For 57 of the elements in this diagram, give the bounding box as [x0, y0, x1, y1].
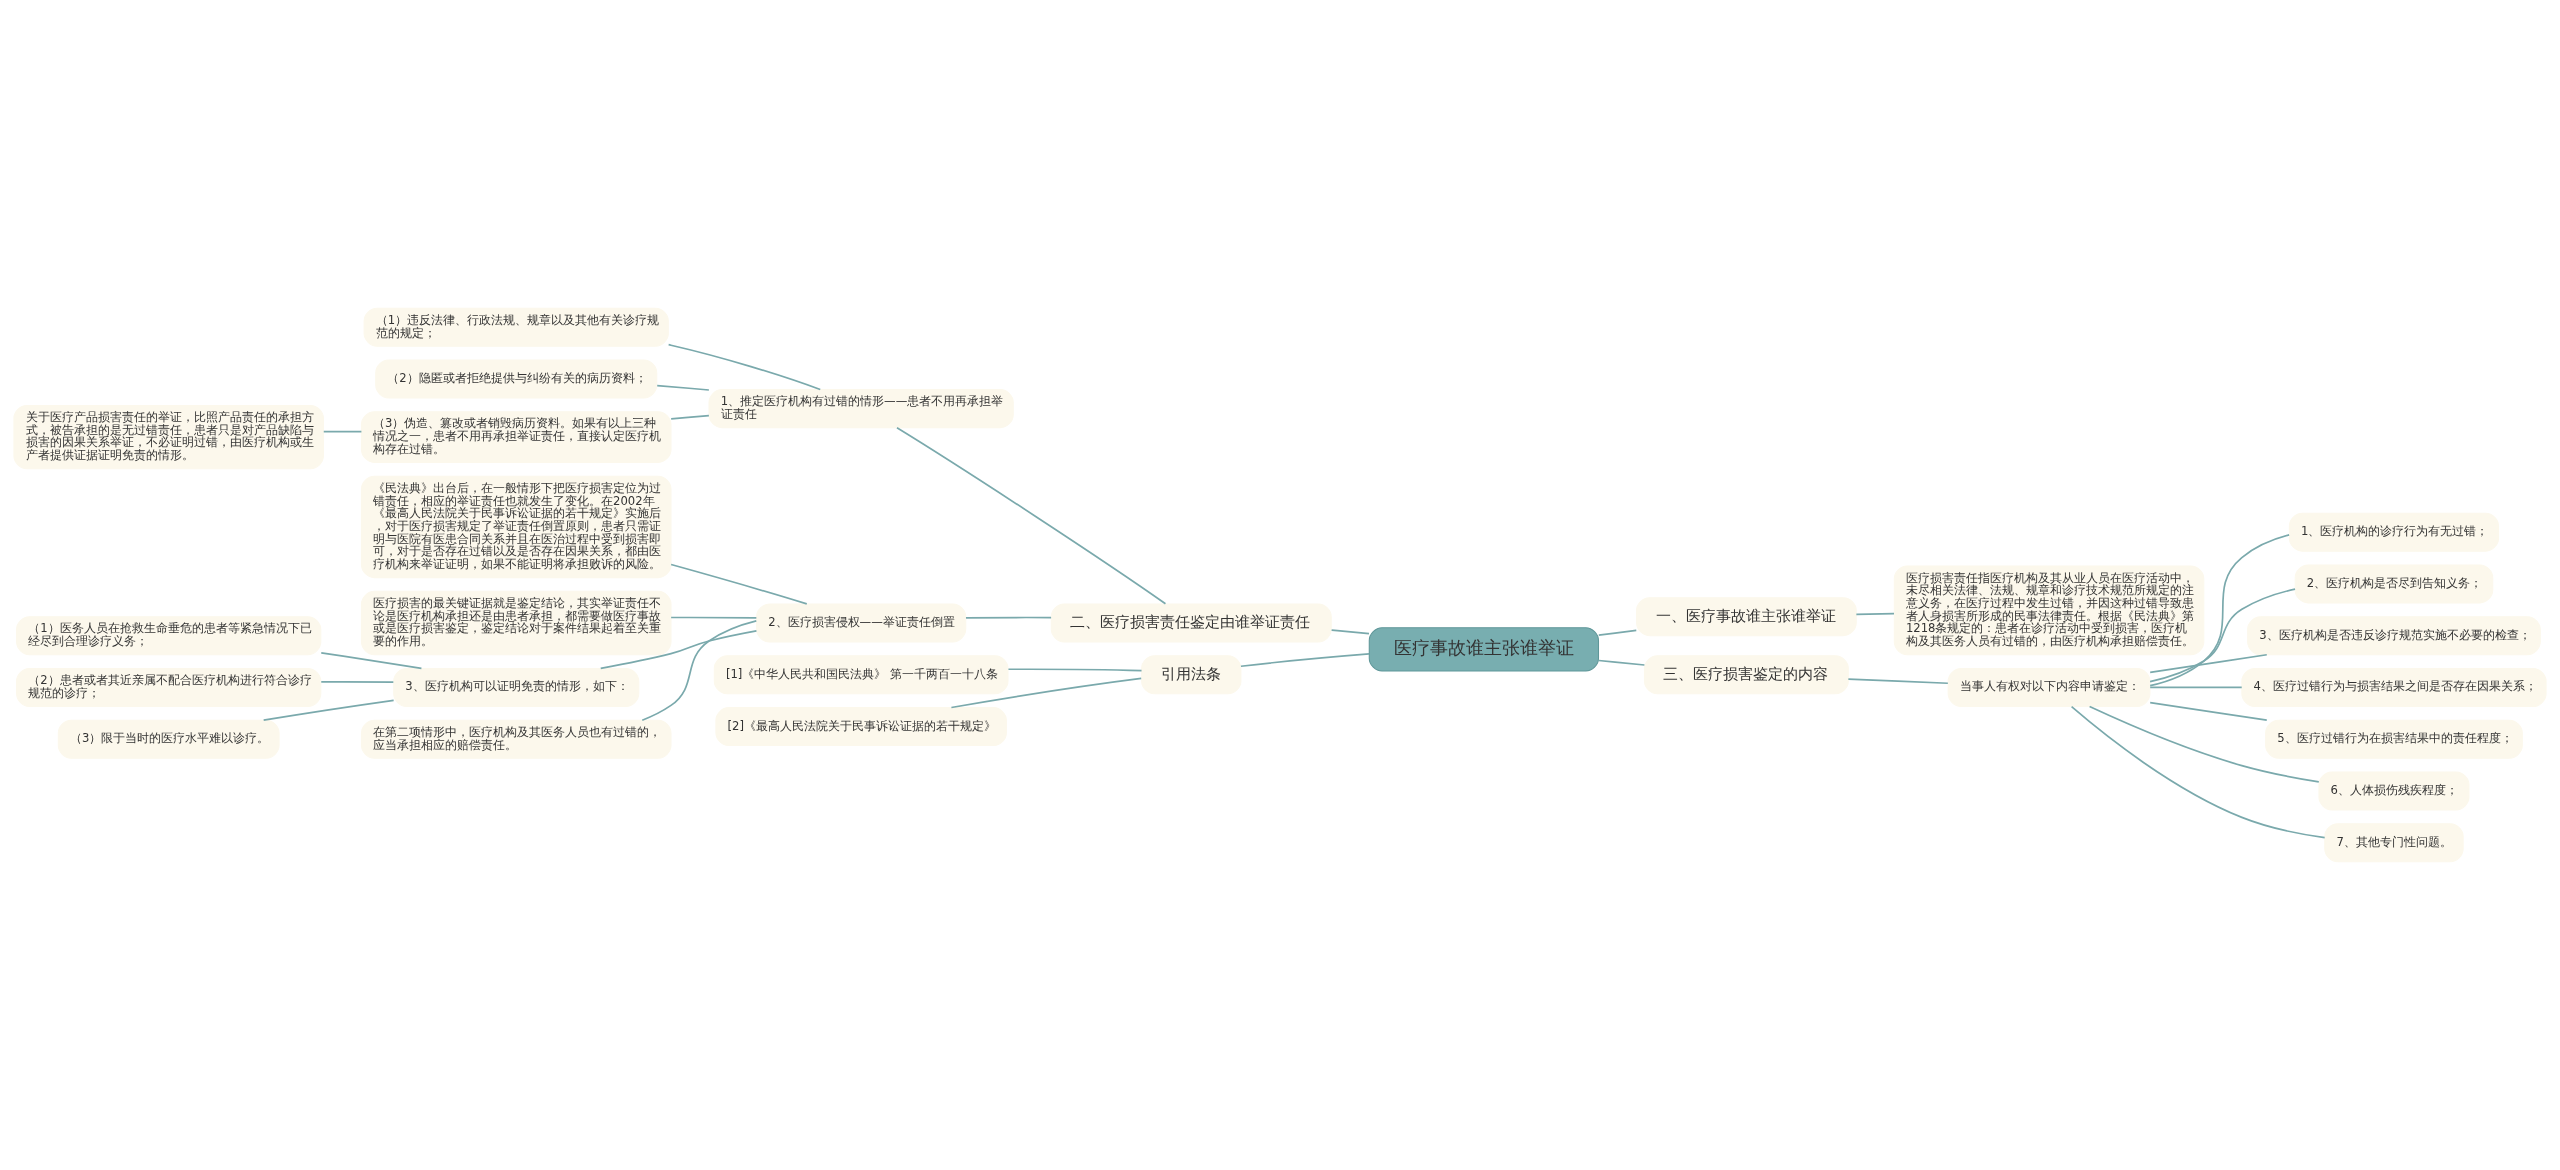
- connector: [1855, 612, 1895, 616]
- connector: [1007, 668, 1143, 672]
- connector: [1597, 659, 1646, 666]
- node-box: 在第二项情形中，医疗机构及其医务人员也有过错的，应当承担相应的赔偿责任。: [360, 719, 672, 759]
- node-box: （2）患者或者其近亲属不配合医疗机构进行符合诊疗规范的诊疗；: [16, 667, 322, 707]
- connector: [2088, 705, 2320, 783]
- connector: [2149, 686, 2243, 689]
- connector: [670, 563, 808, 605]
- connector: [656, 384, 710, 391]
- connector: [896, 426, 1167, 605]
- node-box: （3）伪造、篡改或者销毁病历资料。如果有以上三种情况之一，患者不用再承担举证责任，直接认定医疗机构存在过错。: [360, 411, 672, 463]
- connector: [599, 630, 758, 670]
- connector: [1847, 678, 1949, 685]
- node-box: 4、医疗过错行为与损害结果之间是否存在因果关系；: [2241, 667, 2547, 707]
- node-box: 关于医疗产品损害责任的举证，比照产品责任的承担方式，被告承担的是无过错责任，患者只是对产品缺陷与损害的因果关系举证，不必证明过错，由医疗机构或生产者提供证据证明免责的情形。: [13, 404, 324, 470]
- connector: [950, 677, 1143, 709]
- node-box: 医疗事故谁主张谁举证: [1368, 627, 1600, 672]
- connector: [322, 430, 363, 433]
- node-box: （2）隐匿或者拒绝提供与纠纷有关的病历资料；: [375, 359, 658, 399]
- connector: [1240, 653, 1370, 668]
- connector: [2149, 588, 2296, 683]
- node-box: 引用法条: [1141, 655, 1242, 695]
- connector: [1597, 629, 1638, 636]
- node-box: [2]《最高人民法院关于民事诉讼证据的若干规定》: [715, 707, 1007, 747]
- connector: [965, 616, 1052, 619]
- node-box: 二、医疗损害责任鉴定由谁举证责任: [1050, 603, 1332, 643]
- connector: [262, 699, 395, 721]
- node-box: 3、医疗机构是否违反诊疗规范实施不必要的检查；: [2247, 616, 2541, 656]
- connector: [641, 620, 758, 722]
- node-box: 3、医疗机构可以证明免责的情形，如下：: [393, 667, 640, 707]
- node-box: [1]《中华人民共和国民法典》 第一千两百一十八条: [713, 655, 1009, 695]
- node-box: 2、医疗损害侵权——举证责任倒置: [756, 603, 967, 643]
- node-box: 6、人体损伤残疾程度；: [2318, 771, 2470, 811]
- node-box: 医疗损害责任指医疗机构及其从业人员在医疗活动中，未尽相关法律、法规、规章和诊疗技术规范所规定的注意义务，在医疗过程中发生过错，并因这种过错导致患者人身损害所形成的民事法律责任。根据《民法典》第1218条规定的：患者在诊疗活动中受到损害，医疗机构及其医务人员有过错的，由医疗机构承担赔偿责任。: [1893, 565, 2205, 656]
- node-box: 一、医疗事故谁主张谁举证: [1636, 597, 1857, 637]
- node-box: 2、医疗机构是否尽到告知义务；: [2294, 564, 2494, 604]
- node-box: 医疗损害的最关键证据就是鉴定结论，其实举证责任不论是医疗机构承担还是由患者承担，都需要做医疗事故或是医疗损害鉴定，鉴定结论对于案件结果起着至关重要的作用。: [360, 590, 672, 656]
- node-box: （1）违反法律、行政法规、规章以及其他有关诊疗规范的规定；: [363, 307, 669, 347]
- node-box: （1）医务人员在抢救生命垂危的患者等紧急情况下已经尽到合理诊疗义务；: [16, 616, 322, 656]
- connector: [2149, 653, 2268, 674]
- node-box: 三、医疗损害鉴定的内容: [1643, 655, 1849, 695]
- node-box: 5、医疗过错行为在损害结果中的责任程度；: [2265, 719, 2523, 759]
- node-box: 1、医疗机构的诊疗行为有无过错；: [2288, 512, 2500, 552]
- node-box: 《民法典》出台后，在一般情形下把医疗损害定位为过错责任，相应的举证责任也就发生了变化。在2002年《最高人民法院关于民事诉讼证据的若干规定》实施后，对于医疗损害规定了举证责任倒置原则，患者只需证明与医院有医患合同关系并且在医治过程中受到损害即可，对于是否存在过错以及是否存在因果关系，都由医疗机构来举证证明，如果不能证明将承担败诉的风险。: [360, 475, 672, 579]
- connector: [2149, 534, 2290, 687]
- connector: [1330, 629, 1370, 635]
- node-box: 1、推定医疗机构有过错的情形——患者不用再承担举证责任: [708, 389, 1014, 429]
- connector: [2149, 701, 2268, 722]
- connector: [320, 652, 423, 670]
- connector: [670, 414, 710, 420]
- node-box: 7、其他专门性问题。: [2324, 823, 2464, 863]
- node-box: （3）限于当时的医疗水平难以诊疗。: [57, 719, 280, 759]
- connector: [320, 681, 395, 683]
- node-box: 当事人有权对以下内容申请鉴定：: [1947, 667, 2151, 707]
- connector: [2070, 705, 2326, 839]
- connector: [667, 343, 822, 391]
- connector: [670, 616, 758, 619]
